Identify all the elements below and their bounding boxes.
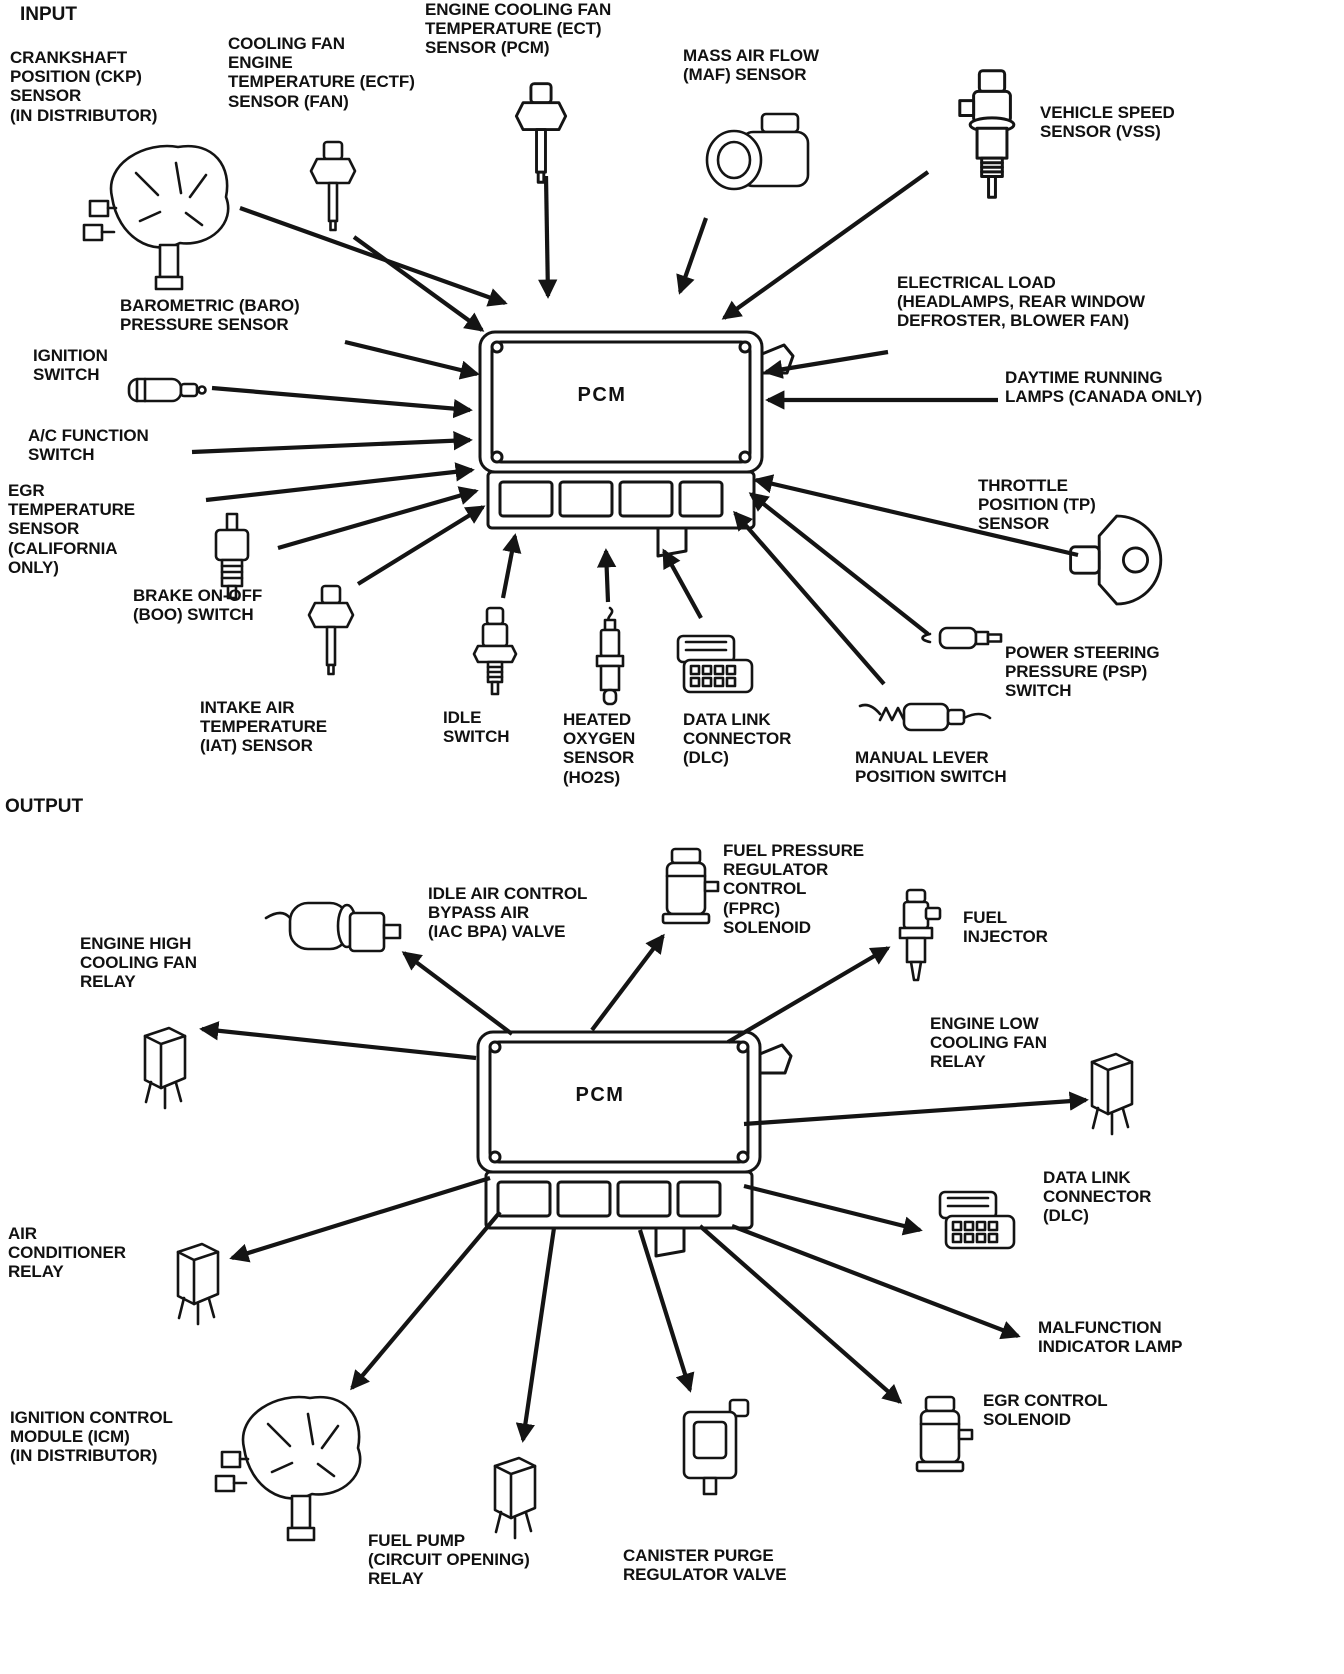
mlps-illustration: [858, 702, 992, 732]
arrow-psp: [748, 492, 930, 636]
label-ect-sensor: ENGINE COOLING FAN TEMPERATURE (ECT) SEN…: [425, 0, 612, 58]
ckp-sensor-illustration: [82, 144, 230, 291]
fprc-solenoid-illustration: [661, 847, 720, 925]
label-fan-relay-high: ENGINE HIGH COOLING FAN RELAY: [80, 934, 197, 992]
arrow-fan-low: [743, 1091, 1089, 1127]
arrow-ignition: [211, 385, 473, 419]
label-egr-temp-sensor: EGR TEMPERATURE SENSOR (CALIFORNIA ONLY): [8, 481, 136, 577]
ac-relay-illustration: [176, 1242, 220, 1326]
arrow-iac: [401, 951, 514, 1036]
ignition-switch-illustration: [127, 377, 207, 403]
arrow-ac-relay: [229, 1175, 491, 1263]
vss-illustration: [958, 69, 1016, 199]
fuel-pump-relay-illustration: [493, 1456, 537, 1540]
label-fuel-pump-relay: FUEL PUMP (CIRCUIT OPENING) RELAY: [368, 1531, 530, 1589]
label-ac-relay: AIR CONDITIONER RELAY: [8, 1224, 126, 1282]
pcm-label-output: PCM: [575, 1084, 625, 1106]
label-maf-sensor: MASS AIR FLOW (MAF) SENSOR: [683, 46, 819, 85]
arrow-dlc-in: [662, 548, 703, 620]
ect-sensor-illustration: [514, 82, 568, 184]
ectf-sensor-illustration: [309, 140, 357, 232]
maf-sensor-illustration: [705, 112, 810, 191]
fan-relay-low-illustration: [1090, 1052, 1134, 1136]
arrow-mlps: [733, 510, 886, 686]
arrow-egr-temp: [205, 462, 475, 503]
arrow-fuel-pump: [515, 1227, 557, 1443]
label-dlc-output: DATA LINK CONNECTOR (DLC): [1043, 1168, 1152, 1226]
arrow-icm: [350, 1210, 502, 1391]
arrow-iat: [356, 505, 486, 586]
psp-switch-illustration: [921, 626, 1003, 650]
arrow-ectf: [352, 235, 485, 332]
label-mil: MALFUNCTION INDICATOR LAMP: [1038, 1318, 1183, 1357]
label-baro-sensor: BAROMETRIC (BARO) PRESSURE SENSOR: [120, 296, 300, 335]
arrow-fuel-injector: [726, 946, 891, 1044]
label-egr-solenoid: EGR CONTROL SOLENOID: [983, 1391, 1108, 1430]
arrow-ac-function: [191, 431, 473, 455]
arrow-boo: [277, 486, 479, 551]
label-ho2s: HEATED OXYGEN SENSOR (HO2S): [563, 710, 636, 787]
pcm-label-input: PCM: [577, 384, 627, 406]
arrow-ect: [538, 175, 558, 299]
arrow-fprc: [590, 933, 665, 1032]
label-dlc-input: DATA LINK CONNECTOR (DLC): [683, 710, 792, 768]
arrow-ho2s: [596, 548, 617, 603]
arrow-baro: [344, 339, 480, 380]
fuel-injector-illustration: [898, 888, 942, 982]
label-electrical-load: ELECTRICAL LOAD (HEADLAMPS, REAR WINDOW …: [897, 273, 1145, 331]
output-section-header: OUTPUT: [5, 796, 84, 817]
label-canister-valve: CANISTER PURGE REGULATOR VALVE: [623, 1546, 787, 1585]
label-vss: VEHICLE SPEED SENSOR (VSS): [1040, 103, 1175, 142]
label-iat-sensor: INTAKE AIR TEMPERATURE (IAT) SENSOR: [200, 698, 328, 756]
idle-switch-illustration: [472, 606, 518, 696]
label-tp-sensor: THROTTLE POSITION (TP) SENSOR: [978, 476, 1096, 534]
arrow-maf: [676, 217, 708, 295]
label-ckp-sensor: CRANKSHAFT POSITION (CKP) SENSOR (IN DIS…: [10, 48, 158, 125]
arrow-mil: [731, 1224, 1021, 1340]
label-psp-switch: POWER STEERING PRESSURE (PSP) SWITCH: [1005, 643, 1160, 701]
ho2s-illustration: [595, 606, 625, 706]
iat-sensor-illustration: [307, 584, 355, 676]
label-fuel-injector: FUEL INJECTOR: [963, 908, 1048, 947]
pcm-module-input: [478, 330, 795, 558]
arrow-idle: [500, 533, 522, 599]
dlc-input-illustration: [676, 634, 754, 694]
label-mlps: MANUAL LEVER POSITION SWITCH: [855, 748, 1007, 787]
input-section-header: INPUT: [20, 4, 77, 25]
label-ectf-sensor: COOLING FAN ENGINE TEMPERATURE (ECTF) SE…: [228, 34, 415, 111]
arrow-fan-high: [199, 1021, 477, 1061]
pcm-module-output: [476, 1030, 793, 1258]
arrow-vss: [721, 170, 930, 320]
icm-illustration: [214, 1395, 362, 1542]
canister-valve-illustration: [682, 1398, 750, 1496]
label-fan-relay-low: ENGINE LOW COOLING FAN RELAY: [930, 1014, 1047, 1072]
egr-solenoid-illustration: [915, 1395, 974, 1473]
arrow-dlc-out: [743, 1183, 923, 1236]
label-idle-switch: IDLE SWITCH: [443, 708, 510, 747]
arrow-egr-solenoid: [698, 1224, 903, 1404]
dlc-output-illustration: [938, 1190, 1016, 1250]
label-ac-function-switch: A/C FUNCTION SWITCH: [28, 426, 149, 465]
label-fprc-solenoid: FUEL PRESSURE REGULATOR CONTROL (FPRC) S…: [723, 841, 865, 937]
label-ignition-switch: IGNITION SWITCH: [33, 346, 108, 385]
label-drl: DAYTIME RUNNING LAMPS (CANADA ONLY): [1005, 368, 1203, 407]
fan-relay-high-illustration: [143, 1026, 187, 1110]
label-iac-valve: IDLE AIR CONTROL BYPASS AIR (IAC BPA) VA…: [428, 884, 588, 942]
arrow-electrical-load: [763, 349, 889, 379]
iac-valve-illustration: [264, 901, 402, 953]
label-boo-switch: BRAKE ON-OFF (BOO) SWITCH: [133, 586, 263, 625]
arrow-canister: [637, 1229, 695, 1393]
arrow-ckp: [239, 206, 508, 307]
arrow-tp: [753, 474, 1079, 558]
label-icm: IGNITION CONTROL MODULE (ICM) (IN DISTRI…: [10, 1408, 173, 1466]
